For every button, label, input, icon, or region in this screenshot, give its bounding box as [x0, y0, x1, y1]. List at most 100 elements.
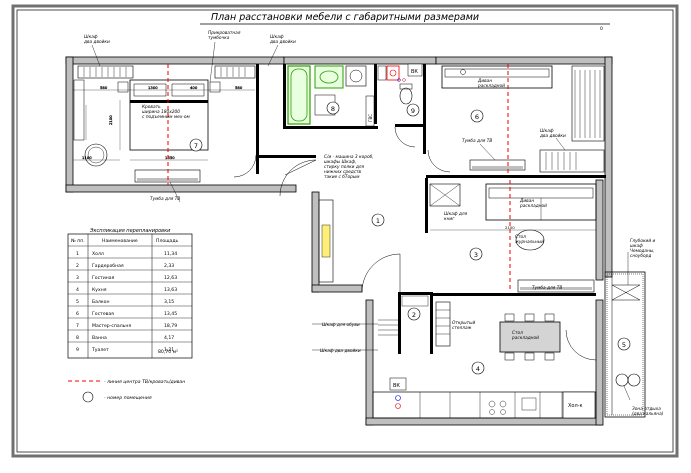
living-room: 2100 — [429, 183, 597, 293]
fridge-label: Хол-к — [568, 403, 583, 409]
label-balcony-relax: Зона отдыха(два кальяна) — [632, 406, 664, 417]
svg-text:580: 580 — [100, 85, 108, 90]
table-caption: Экспликация перепланировки — [89, 228, 171, 234]
label-wardrobe-hall: Шкаф два двойки — [320, 348, 361, 354]
legend-tv-line-text: - линия центра ТВ/кровать/диван — [104, 379, 185, 385]
table-cell-name: Мастер-спальня — [92, 323, 131, 329]
table-cell-num: 2 — [76, 263, 79, 269]
table-cell-name: Ванна — [92, 335, 107, 341]
table-cell-area: 12,63 — [164, 275, 177, 281]
room-marker-3: 3 — [474, 251, 478, 259]
table-cell-name: Гостиная — [92, 275, 115, 281]
table-cell-num: 4 — [76, 287, 79, 293]
table-cell-area: 4,17 — [164, 335, 174, 341]
svg-text:2100: 2100 — [505, 225, 515, 230]
table-cell-name: Балкон — [92, 299, 110, 305]
table-cell-num: 5 — [76, 299, 79, 305]
table-cell-name: Холл — [92, 251, 104, 257]
sheet-frame — [11, 4, 679, 458]
table-cell-name: Туалет — [91, 347, 109, 353]
table-cell-name: Гостевая — [92, 311, 114, 317]
label-tv-cabinet-guest: Тумба для ТВ — [462, 138, 492, 144]
master-bedroom — [73, 65, 257, 183]
hall — [279, 159, 401, 293]
interior-partitions — [256, 64, 606, 354]
label-tv-cabinet-living: Тумба для ТВ — [532, 285, 562, 291]
table-cell-num: 3 — [76, 275, 79, 281]
table-cell-area: 11,34 — [164, 251, 177, 257]
legend-circle-swatch — [82, 391, 94, 403]
svg-text:1100: 1100 — [82, 155, 92, 160]
label-wardrobe-shoes: Шкаф для обуви — [322, 322, 360, 328]
table-cell-num: 9 — [76, 347, 79, 353]
table-cell-area: 3,15 — [164, 299, 174, 305]
table-cell-num: 1 — [76, 251, 79, 257]
table-cell-area: 2,33 — [164, 263, 174, 269]
table-cell-name: Гардеробная — [92, 263, 124, 269]
vk-label-bottom: ВК — [393, 383, 400, 389]
room-marker-8: 8 — [331, 105, 335, 113]
svg-text:2100: 2100 — [108, 115, 113, 125]
svg-text:0: 0 — [600, 26, 603, 32]
room-marker-5: 5 — [622, 341, 626, 349]
room-marker-4: 4 — [476, 365, 480, 373]
table-cell-area: 1,21 — [164, 347, 174, 353]
table-header-num: № пп. — [71, 238, 85, 244]
room-markers: 7 8 9 6 1 3 2 4 5 — [189, 101, 631, 375]
table-cell-area: 18,79 — [164, 323, 177, 329]
wardrobe-room — [378, 295, 429, 336]
page-title: План расстановки мебели с габаритными ра… — [211, 12, 479, 23]
vk-label-top: ВК — [411, 69, 418, 75]
legend-circle-text: - номер помещения — [104, 396, 152, 401]
label-tv-cabinet-bedroom: Тумба для ТВ — [150, 196, 180, 202]
table-cell-num: 7 — [76, 323, 79, 329]
svg-text:1650: 1650 — [165, 155, 175, 160]
svg-text:1300: 1300 — [148, 85, 158, 90]
guest-room — [427, 65, 605, 173]
table-cell-area: 13,63 — [164, 287, 177, 293]
exterior-walls — [65, 56, 613, 426]
svg-text:400: 400 — [190, 85, 198, 90]
room-marker-2: 2 — [412, 311, 416, 319]
explication-table: Экспликация перепланировки № пп. Наимено… — [67, 228, 193, 359]
kitchen: Хол-к ВК — [372, 301, 597, 419]
room-marker-9: 9 — [411, 107, 415, 115]
room-marker-1: 1 — [376, 217, 380, 225]
sheet-inner-frame — [16, 9, 674, 453]
dimensions-bedroom: 580 1300 400 580 2100 1100 1650 — [73, 85, 255, 161]
tv-center-lines — [167, 64, 511, 292]
legend: - линия центра ТВ/кровать/диван - номер … — [68, 379, 185, 403]
table-cell-name: Кухня — [92, 287, 107, 293]
bathroom: ГВС — [287, 65, 375, 127]
table-header-name: Наименование — [102, 238, 138, 244]
leader-lines — [91, 41, 631, 401]
table-cell-num: 6 — [76, 311, 79, 317]
balcony — [604, 271, 646, 418]
table-header-area: Площадь — [156, 238, 179, 244]
label-hall-note: С/и - машина 3 короб,шкафы Шкаф,стирку п… — [324, 154, 374, 180]
table-cell-num: 8 — [76, 335, 79, 341]
svg-text:580: 580 — [235, 85, 243, 90]
gvs-label: ГВС — [368, 114, 373, 122]
toilet-room: ВК — [377, 63, 423, 148]
table-total: 80,70 м² — [158, 349, 178, 355]
room-marker-7: 7 — [194, 142, 198, 150]
room-marker-6: 6 — [475, 113, 479, 121]
table-cell-area: 13,45 — [164, 311, 177, 317]
table-rows: 1 Холл 11,34 2 Гардеробная 2,33 3 Гостиная 12,63… — [76, 251, 177, 353]
